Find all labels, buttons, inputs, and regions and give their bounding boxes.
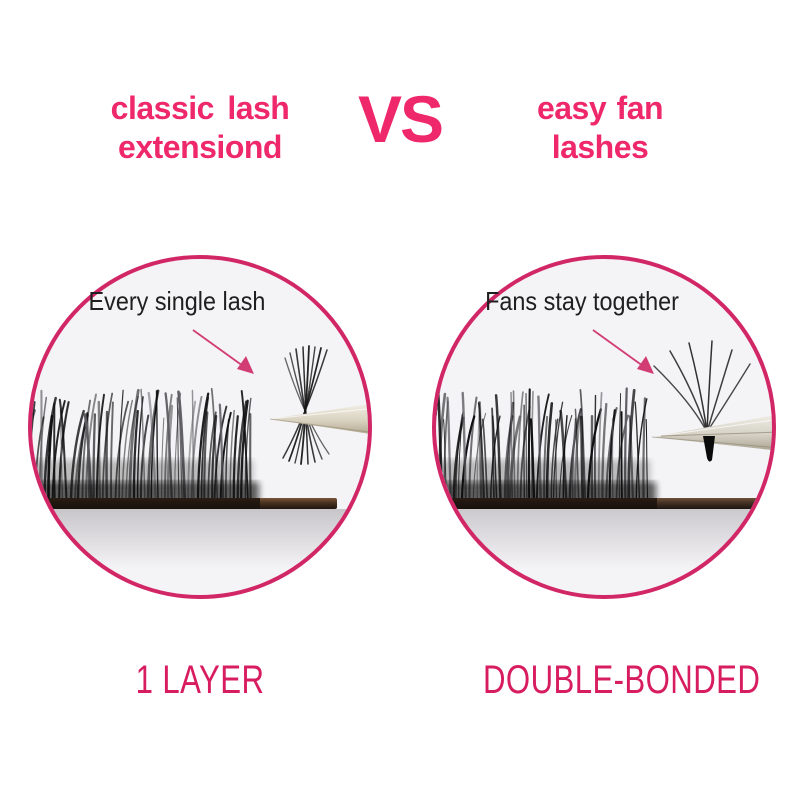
- right-caption: DOUBLE-BONDED: [483, 658, 761, 702]
- circle-border: [28, 255, 372, 599]
- lash-strip-base-dark: [32, 498, 260, 509]
- left-product-title-line1: classic lash: [110, 90, 290, 126]
- strip-shadow: [436, 509, 772, 569]
- lash-strip-base-dark: [436, 498, 657, 509]
- right-product-title: easy fan lashes: [460, 89, 740, 167]
- left-caption: 1 LAYER: [135, 658, 265, 702]
- tweezers-icon: [269, 403, 368, 435]
- vs-label: VS: [357, 82, 444, 156]
- right-callout-label: Fans stay together: [485, 286, 679, 316]
- tweezers-icon: [651, 414, 772, 451]
- left-arrow-icon: [192, 329, 254, 374]
- lash-bundle: [282, 345, 330, 465]
- fan-bonded-base: [703, 436, 715, 462]
- left-product-title-line2: extensiond: [118, 129, 282, 165]
- left-callout-label: Every single lash: [88, 286, 266, 316]
- left-product-title: classic lash extensiond: [60, 89, 340, 167]
- circle-border: [432, 255, 776, 599]
- lash-mid-shade: [436, 460, 650, 486]
- lash-mid-shade: [32, 460, 253, 486]
- left-photo-circle: [28, 255, 372, 599]
- strip-shadow: [32, 509, 368, 569]
- right-arrow-icon: [592, 329, 654, 374]
- right-photo-circle: [432, 255, 776, 599]
- right-product-title-line2: lashes: [551, 129, 649, 165]
- lash-fan: [653, 340, 751, 433]
- right-product-title-line1: easy fan: [536, 90, 664, 126]
